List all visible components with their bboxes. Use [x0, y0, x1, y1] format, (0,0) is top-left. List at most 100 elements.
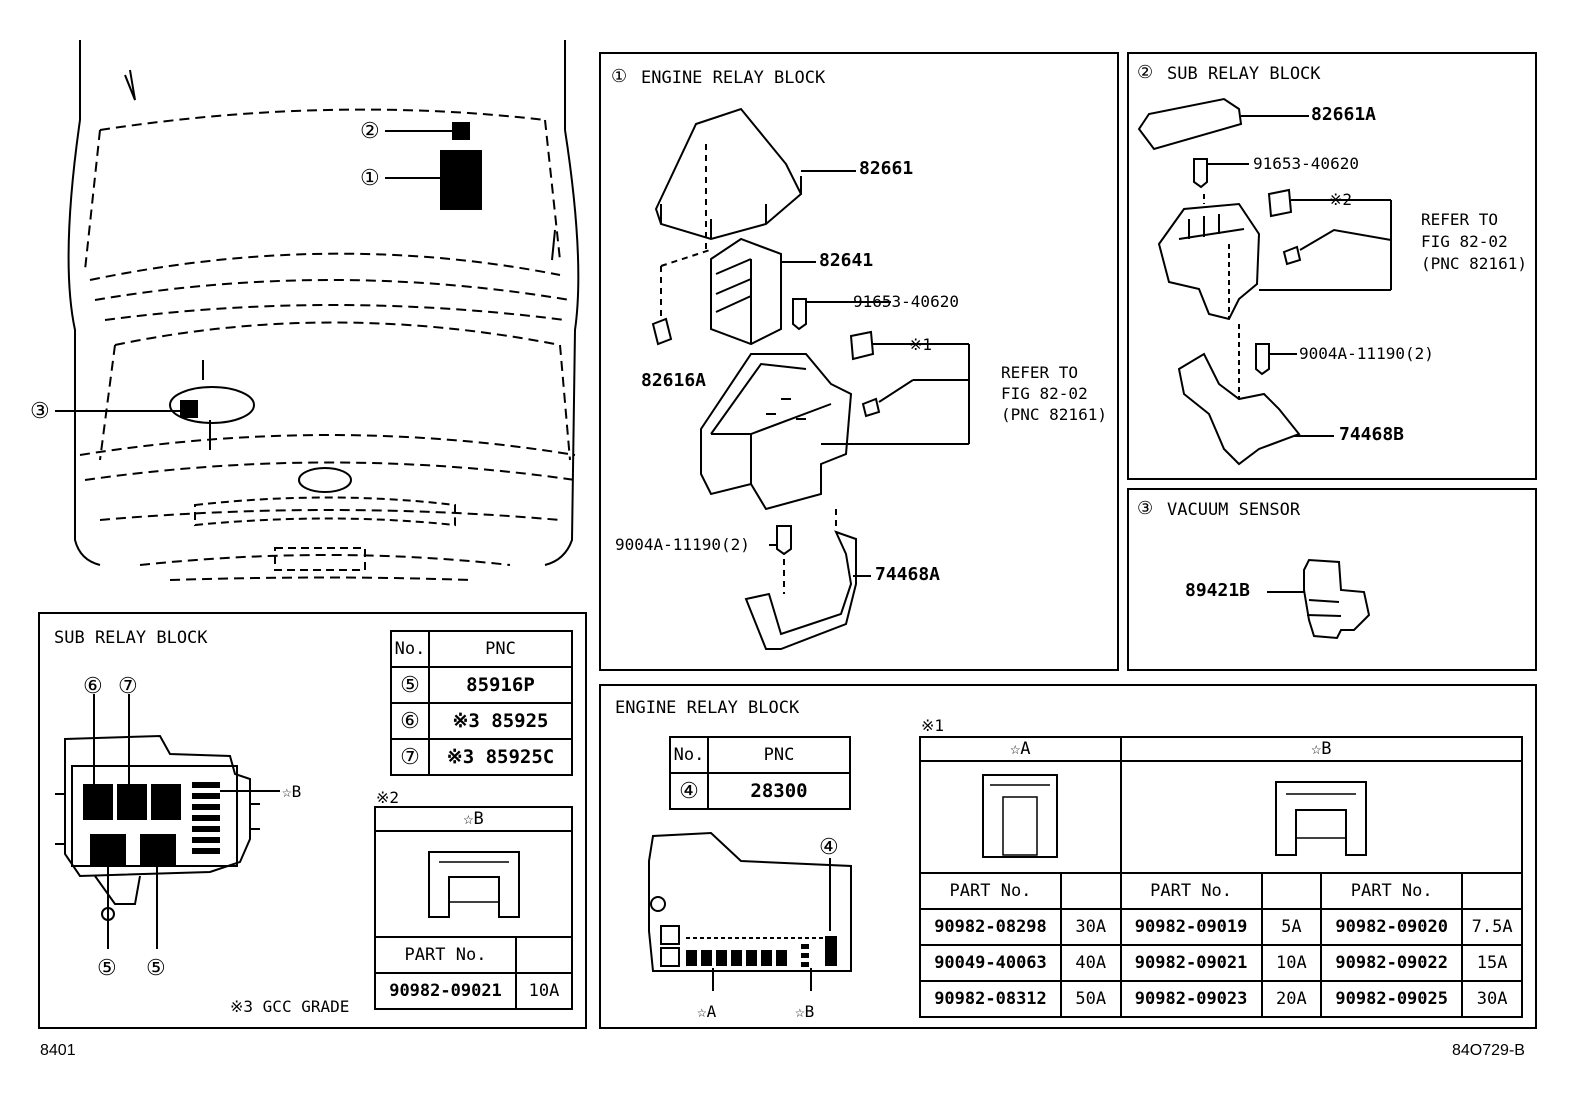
th-no: No.	[669, 736, 709, 774]
part-82641: 82641	[819, 250, 874, 271]
part-9004A-11190: 9004A-11190(2)	[615, 535, 750, 554]
callout-3: ③	[30, 399, 50, 424]
vehicle-overview: ② ① ③	[0, 0, 590, 605]
pnc-row-no: ⑤	[390, 666, 430, 704]
sub-relay-layout-drawing	[55, 694, 280, 949]
fuse-part-header: PART No.	[374, 936, 517, 974]
fuse-part-number: 90049-40063	[919, 944, 1062, 982]
fuse-amp: 15A	[1461, 944, 1523, 982]
gcc-grade-note: ※3 GCC GRADE	[230, 997, 350, 1016]
pnc-row-value: 85916P	[428, 666, 573, 704]
fuse-part-number: 90982-09021	[374, 972, 517, 1010]
fuse-amp: 50A	[1059, 980, 1122, 1018]
panel-2-number: ②	[1137, 62, 1154, 83]
panel-3-title: VACUUM SENSOR	[1167, 500, 1301, 520]
sub-relay-detail-title: SUB RELAY BLOCK	[54, 628, 208, 648]
fuse-amp: 20A	[1260, 980, 1323, 1018]
engine-relay-fuse-table: ☆A ☆B PART No. PART No. PART No.	[919, 736, 1524, 1018]
fuse-header-star-b: ☆B	[374, 806, 573, 832]
fuse-a-icon	[982, 774, 1059, 858]
star-a-marker: ☆A	[697, 1002, 717, 1021]
fuse-icon	[427, 850, 520, 918]
fuse-amp: 5A	[1260, 908, 1323, 946]
callout-7: ⑦	[118, 674, 138, 699]
panel-3-number: ③	[1137, 498, 1154, 519]
pnc-row-no: ⑥	[390, 702, 430, 740]
refer-b-line-2: FIG 82-02	[1421, 232, 1508, 251]
note-1: ※1	[909, 335, 933, 354]
th-pnc: PNC	[707, 736, 851, 774]
fuse-part-number: 90982-09020	[1320, 908, 1464, 946]
fuse-part-number: 90982-08312	[919, 980, 1062, 1018]
fuse-amp: 40A	[1059, 944, 1122, 982]
callout-1: ①	[360, 166, 380, 191]
panel-1-title: ENGINE RELAY BLOCK	[641, 68, 826, 88]
sub-relay-pnc-table: No. PNC ⑤ 85916P ⑥ ※3 85925 ⑦ ※3 85925C	[390, 630, 573, 776]
fuse-b-icon	[1275, 780, 1368, 856]
fuse-a-image-cell	[919, 760, 1122, 874]
engine-relay-pnc-table: No. PNC ④ 28300	[669, 736, 851, 810]
vehicle-drawing	[55, 40, 580, 581]
fuse-amp: 10A	[1260, 944, 1323, 982]
note-2-label: ※2	[376, 788, 400, 807]
part-9004A-11190-b: 9004A-11190(2)	[1299, 344, 1434, 363]
fuse-amp: 10A	[515, 972, 573, 1010]
panel-2-title: SUB RELAY BLOCK	[1167, 64, 1321, 84]
pnc-row-value: ※3 85925C	[428, 738, 573, 776]
star-b-marker-2: ☆B	[795, 1002, 815, 1021]
fuse-b-image-cell	[1119, 760, 1524, 874]
sub-relay-block-panel: ② SUB RELAY BLOCK 82661A 91653-40620 ※2 …	[1127, 52, 1537, 480]
callout-6: ⑥	[83, 674, 103, 699]
fuse-part-number: 90982-09019	[1119, 908, 1263, 946]
part-91653-40620-b: 91653-40620	[1253, 154, 1359, 173]
callout-5a: ⑤	[97, 956, 117, 981]
fuse-part-number: 90982-09023	[1119, 980, 1263, 1018]
th-pnc: PNC	[428, 630, 573, 668]
fuse-amp: 7.5A	[1461, 908, 1523, 946]
callout-2: ②	[360, 119, 380, 144]
part-82616A: 82616A	[641, 370, 707, 391]
refer-line-3: (PNC 82161)	[1001, 405, 1107, 424]
fuse-part-number: 90982-09022	[1320, 944, 1464, 982]
part-header-b2: PART No.	[1320, 872, 1464, 910]
part-header-b1: PART No.	[1119, 872, 1263, 910]
engine-relay-detail-title: ENGINE RELAY BLOCK	[615, 698, 800, 718]
pnc-row-value: 28300	[707, 772, 851, 810]
part-74468A: 74468A	[875, 564, 941, 585]
refer-line-1: REFER TO	[1001, 363, 1079, 382]
th-no: No.	[390, 630, 430, 668]
note-2: ※2	[1329, 190, 1353, 209]
engine-relay-layout-drawing	[648, 831, 852, 991]
callout-4: ④	[819, 835, 839, 860]
callout-5b: ⑤	[146, 956, 166, 981]
pnc-row-value: ※3 85925	[428, 702, 573, 740]
pnc-row-no: ④	[669, 772, 709, 810]
fuse-part-number: 90982-09025	[1320, 980, 1464, 1018]
engine-relay-block-drawing	[651, 107, 970, 650]
part-89421B: 89421B	[1185, 580, 1251, 601]
sub-relay-detail-panel: SUB RELAY BLOCK ⑥ ⑦ ⑤ ⑤ ☆B ※3 GCC GRADE …	[38, 612, 587, 1029]
refer-b-line-1: REFER TO	[1421, 210, 1499, 229]
engine-relay-block-panel: ① ENGINE RELAY BLOCK 82661 82641 91653-4…	[599, 52, 1119, 671]
vacuum-sensor-drawing	[1267, 558, 1371, 640]
part-91653-40620: 91653-40620	[853, 292, 959, 311]
footer-page-code: 8401	[40, 1042, 76, 1059]
pnc-row-no: ⑦	[390, 738, 430, 776]
part-82661: 82661	[859, 158, 914, 179]
panel-1-number: ①	[611, 66, 628, 87]
fuse-amp: 30A	[1461, 980, 1523, 1018]
fuse-part-number: 90982-09021	[1119, 944, 1263, 982]
fuse-part-number: 90982-08298	[919, 908, 1062, 946]
part-74468B: 74468B	[1339, 424, 1405, 445]
fuse-image-cell	[374, 830, 573, 938]
sub-relay-fuse-table: ☆B PART No. 90982-09021 10A	[374, 806, 573, 1010]
part-82661A: 82661A	[1311, 104, 1377, 125]
refer-b-line-3: (PNC 82161)	[1421, 254, 1527, 273]
part-header-a: PART No.	[919, 872, 1062, 910]
fuse-header-star-b: ☆B	[1119, 736, 1524, 762]
refer-line-2: FIG 82-02	[1001, 384, 1088, 403]
fuse-amp: 30A	[1059, 908, 1122, 946]
star-b-marker: ☆B	[282, 782, 302, 801]
note-1-label: ※1	[921, 716, 945, 735]
vacuum-sensor-panel: ③ VACUUM SENSOR 89421B	[1127, 488, 1537, 671]
